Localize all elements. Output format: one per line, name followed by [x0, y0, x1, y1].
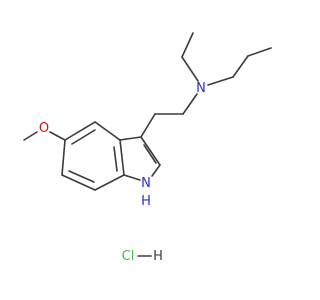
bond-c5-o: [49, 131, 66, 141]
bond-c7a-c7: [94, 174, 125, 191]
bond-c4-c3a: [94, 121, 121, 141]
molecule-structure-drawing: N O N H Cl H: [23, 32, 272, 264]
bond-c5-c4: [64, 121, 96, 141]
bond-propyl-1: [232, 55, 249, 78]
indole-hydrogen-label: H: [141, 194, 151, 209]
chlorine-label: Cl: [122, 249, 135, 264]
bond-c3-c3a: [119, 136, 142, 141]
bond-c3a-c7a-double: [113, 146, 118, 172]
bond-chain-c3: [140, 113, 156, 138]
bond-n-chain: [182, 93, 198, 115]
bond-n1-c7a: [123, 174, 141, 181]
bond-c3-c2-double: [143, 144, 157, 164]
indole-nitrogen-label: N: [141, 176, 151, 191]
bond-propyl-2: [247, 47, 272, 57]
methoxy-oxygen-label: O: [39, 121, 49, 136]
amine-nitrogen-label: N: [196, 81, 206, 96]
bond-c2-n1: [151, 164, 161, 177]
bond-c7-c6: [61, 174, 96, 191]
bond-c6-c5: [61, 139, 66, 176]
bond-ethyl-ch3: [181, 32, 194, 58]
hydrogen-label: H: [153, 249, 163, 264]
bond-o-ch3: [23, 131, 38, 141]
bond-n-ethyl: [181, 56, 199, 82]
bond-c7-c6-double: [68, 170, 95, 183]
bond-c3a-c7a: [119, 139, 125, 176]
bond-c3-c2: [140, 136, 161, 166]
bond-n-propyl: [207, 76, 234, 86]
bond-c5-c4-double: [71, 129, 96, 145]
